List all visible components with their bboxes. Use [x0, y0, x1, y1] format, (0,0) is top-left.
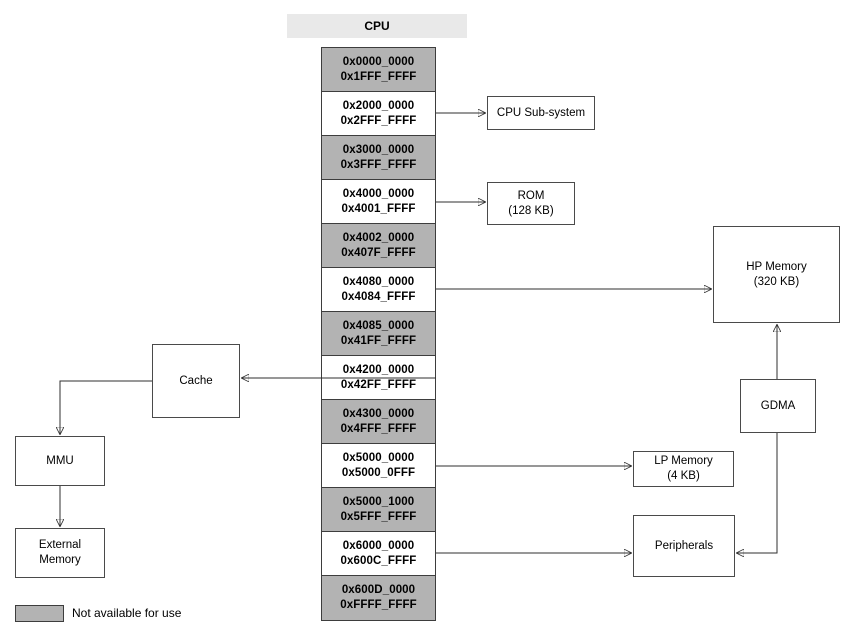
node-label: HP Memory	[746, 260, 807, 273]
node-label: LP Memory	[654, 455, 713, 467]
cpu-header-label: CPU	[364, 19, 390, 33]
region-end: 0x5FFF_FFFF	[340, 510, 417, 523]
region-start: 0x5000_1000	[342, 495, 415, 508]
node-sublabel: (320 KB)	[753, 275, 800, 288]
node-cache: Cache	[152, 344, 240, 418]
node-peripherals: Peripherals	[633, 515, 735, 577]
node-label: CPU Sub-system	[496, 106, 586, 119]
cpu-header: CPU	[287, 14, 467, 38]
region-end: 0xFFFF_FFFF	[340, 599, 417, 611]
region-end: 0x1FFF_FFFF	[340, 70, 417, 83]
region-start: 0x5000_0000	[342, 451, 415, 464]
node-rom: ROM (128 KB)	[487, 182, 575, 225]
memory-region-8: 0x4300_0000 0x4FFF_FFFF	[322, 400, 435, 444]
memory-region-5: 0x4080_0000 0x4084_FFFF	[322, 268, 435, 312]
node-sublabel: Memory	[39, 554, 81, 566]
address-stack: 0x0000_0000 0x1FFF_FFFF 0x2000_0000 0x2F…	[321, 47, 436, 621]
node-gdma: GDMA	[740, 379, 816, 433]
region-start: 0x4200_0000	[342, 363, 415, 376]
region-end: 0x4FFF_FFFF	[340, 422, 417, 435]
node-label: Peripherals	[654, 539, 714, 552]
memory-region-3: 0x4000_0000 0x4001_FFFF	[322, 180, 435, 224]
node-sublabel: (128 KB)	[508, 204, 554, 217]
memory-region-1: 0x2000_0000 0x2FFF_FFFF	[322, 92, 435, 136]
region-end: 0x407F_FFFF	[341, 246, 416, 259]
region-start: 0x0000_0000	[342, 55, 415, 68]
node-label: External	[38, 539, 82, 551]
region-start: 0x3000_0000	[342, 143, 415, 156]
region-start: 0x4300_0000	[342, 407, 415, 420]
node-label: GDMA	[760, 399, 796, 412]
node-lp-memory: LP Memory (4 KB)	[633, 451, 734, 487]
region-start: 0x600D_0000	[341, 584, 416, 596]
memory-region-7: 0x4200_0000 0x42FF_FFFF	[322, 356, 435, 400]
region-end: 0x4001_FFFF	[341, 202, 416, 215]
memory-region-12: 0x600D_0000 0xFFFF_FFFF	[322, 576, 435, 620]
region-end: 0x5000_0FFF	[341, 466, 416, 479]
region-start: 0x4002_0000	[342, 231, 415, 244]
node-mmu: MMU	[15, 436, 105, 486]
node-external-memory: External Memory	[15, 528, 105, 578]
memory-region-2: 0x3000_0000 0x3FFF_FFFF	[322, 136, 435, 180]
node-label: Cache	[179, 374, 213, 387]
arrow-gdma-to-peripherals	[737, 433, 778, 553]
memory-region-4: 0x4002_0000 0x407F_FFFF	[322, 224, 435, 268]
region-end: 0x41FF_FFFF	[340, 334, 417, 347]
node-label: ROM	[517, 189, 545, 202]
memory-region-10: 0x5000_1000 0x5FFF_FFFF	[322, 488, 435, 532]
memory-region-0: 0x0000_0000 0x1FFF_FFFF	[322, 48, 435, 92]
memory-region-11: 0x6000_0000 0x600C_FFFF	[322, 532, 435, 576]
region-end: 0x600C_FFFF	[340, 554, 417, 567]
memory-region-9: 0x5000_0000 0x5000_0FFF	[322, 444, 435, 488]
region-end: 0x2FFF_FFFF	[340, 114, 417, 127]
region-start: 0x6000_0000	[342, 539, 415, 552]
region-start: 0x4085_0000	[342, 319, 415, 332]
node-hp-memory: HP Memory (320 KB)	[713, 226, 840, 323]
node-cpu-subsystem: CPU Sub-system	[487, 96, 595, 130]
memory-region-6: 0x4085_0000 0x41FF_FFFF	[322, 312, 435, 356]
region-end: 0x42FF_FFFF	[340, 378, 417, 391]
region-start: 0x2000_0000	[342, 99, 415, 112]
arrow-cache-to-mmu	[60, 380, 152, 434]
region-end: 0x3FFF_FFFF	[340, 158, 417, 171]
region-end: 0x4084_FFFF	[341, 290, 416, 303]
legend-unavailable-swatch	[15, 605, 64, 622]
node-label: MMU	[46, 454, 74, 467]
region-start: 0x4000_0000	[342, 187, 415, 200]
legend-label: Not available for use	[72, 606, 182, 620]
region-start: 0x4080_0000	[342, 275, 415, 288]
node-sublabel: (4 KB)	[667, 470, 700, 482]
